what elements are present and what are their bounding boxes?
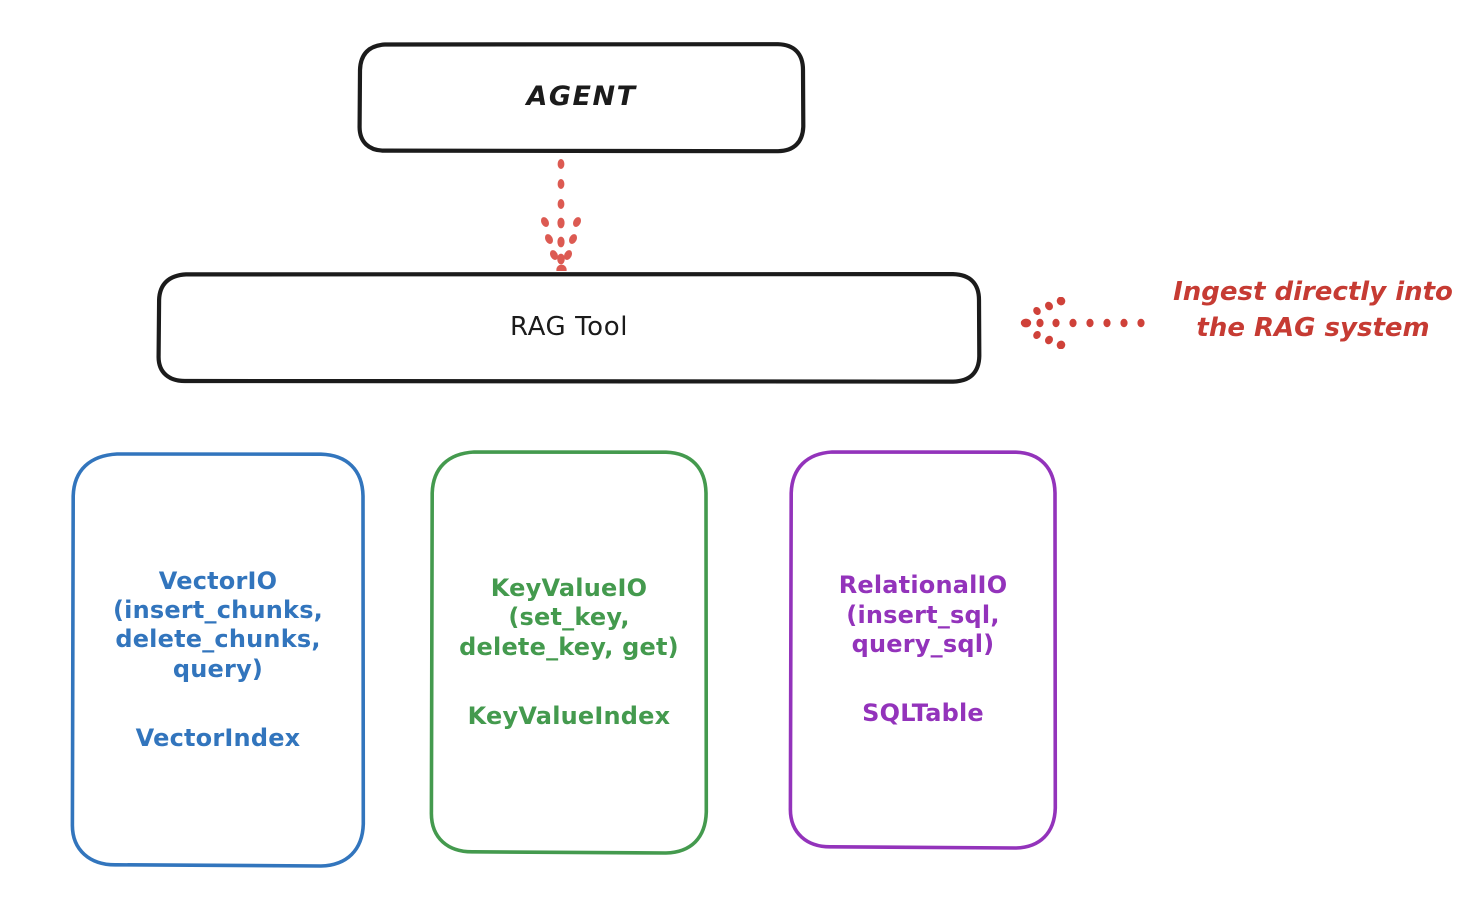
dotted-arrow-down-icon — [540, 159, 582, 276]
annotation-ingest: Ingest directly into the RAG system — [1020, 275, 1480, 371]
dotted-arrow-left-icon — [1020, 297, 1145, 349]
agent-text-wrap: AGENT — [518, 81, 644, 114]
node-relational-io-index-label: SQLTable — [862, 699, 984, 728]
connector-agent-to-rag-tool — [540, 159, 582, 276]
key-value-io-text-wrap: KeyValueIO (set_key, delete_key, get) Ke… — [451, 574, 687, 731]
node-key-value-io-index-label: KeyValueIndex — [467, 701, 671, 730]
node-vector-io-api-label: VectorIO (insert_chunks, delete_chunks, … — [113, 566, 323, 683]
node-relational-io[interactable]: RelationalIO (insert_sql, query_sql) SQL… — [787, 448, 1059, 852]
annotation-ingest-text: Ingest directly into the RAG system — [1173, 277, 1453, 343]
node-rag-tool-label: RAG Tool — [509, 311, 629, 342]
vector-io-text-wrap: VectorIO (insert_chunks, delete_chunks, … — [105, 567, 331, 753]
rag-tool-text-wrap: RAG Tool — [502, 312, 636, 344]
relational-io-text-wrap: RelationalIO (insert_sql, query_sql) SQL… — [831, 571, 1016, 728]
node-relational-io-api-label: RelationalIO (insert_sql, query_sql) — [838, 571, 1008, 658]
node-key-value-io-api-label: KeyValueIO (set_key, delete_key, get) — [459, 573, 679, 661]
node-agent[interactable]: AGENT — [357, 41, 806, 154]
node-agent-label: AGENT — [526, 81, 637, 113]
node-vector-io-index-label: VectorIndex — [135, 723, 301, 752]
node-key-value-io[interactable]: KeyValueIO (set_key, delete_key, get) Ke… — [428, 448, 710, 857]
node-rag-tool[interactable]: RAG Tool — [156, 271, 982, 384]
node-vector-io[interactable]: VectorIO (insert_chunks, delete_chunks, … — [69, 450, 367, 870]
